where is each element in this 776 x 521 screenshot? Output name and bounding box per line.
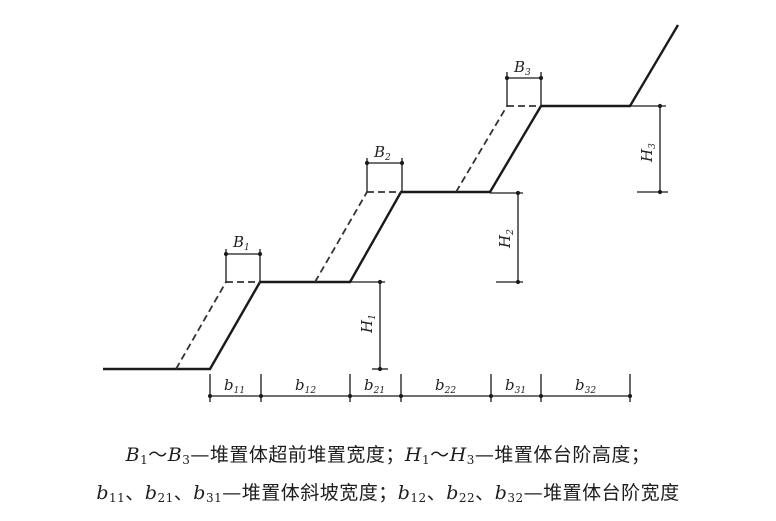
symbol-b11: b bbox=[96, 482, 110, 504]
label-B1: B1 bbox=[232, 233, 250, 253]
dashed-advance-profile bbox=[175, 105, 541, 370]
label-b31: b31 bbox=[505, 376, 526, 396]
H-description: —堆置体台阶高度； bbox=[474, 444, 651, 466]
label-B2: B2 bbox=[373, 143, 391, 163]
solid-profile bbox=[103, 24, 680, 371]
symbol-H1: H bbox=[404, 444, 422, 466]
symbol-b32: b bbox=[494, 482, 508, 504]
H-dimensions bbox=[350, 103, 668, 372]
tilde: ～ bbox=[430, 444, 450, 466]
caption-line-1: B1～B3—堆置体超前堆置宽度；H1～H3—堆置体台阶高度； bbox=[0, 440, 776, 467]
sub: 12 bbox=[410, 491, 427, 505]
slope-description: —堆置体斜坡宽度； bbox=[222, 482, 398, 504]
step-description: —堆置体台阶宽度 bbox=[523, 482, 680, 504]
sub: 1 bbox=[140, 453, 149, 467]
symbol-B1: B bbox=[125, 444, 141, 466]
sub: 22 bbox=[458, 491, 476, 505]
label-b12: b12 bbox=[295, 376, 316, 396]
tilde: ～ bbox=[148, 444, 168, 466]
symbol-b21: b bbox=[144, 482, 158, 504]
symbol-b31: b bbox=[193, 482, 206, 504]
label-b11: b11 bbox=[224, 376, 245, 396]
sub: 3 bbox=[182, 453, 191, 467]
separator: 、 bbox=[173, 482, 194, 504]
sub: 3 bbox=[466, 453, 475, 467]
b-dimension-ticks bbox=[208, 394, 632, 398]
sub: 31 bbox=[205, 491, 223, 505]
label-b21: b21 bbox=[364, 376, 385, 396]
sub: 21 bbox=[157, 491, 174, 505]
B-description: —堆置体超前堆置宽度； bbox=[190, 444, 405, 466]
b-dimensions bbox=[209, 374, 631, 402]
separator: 、 bbox=[426, 482, 447, 504]
symbol-b22: b bbox=[446, 482, 459, 504]
sub: 11 bbox=[109, 491, 126, 505]
label-H2: H2 bbox=[496, 229, 516, 249]
label-b22: b22 bbox=[435, 376, 456, 396]
separator: 、 bbox=[475, 482, 495, 504]
label-B3: B3 bbox=[513, 58, 531, 78]
label-H3: H3 bbox=[638, 143, 658, 163]
label-H1: H1 bbox=[358, 314, 378, 334]
B-dimensions bbox=[223, 72, 544, 282]
caption-line-2: b11、b21、b31—堆置体斜坡宽度；b12、b22、b32—堆置体台阶宽度 bbox=[0, 478, 776, 505]
label-b32: b32 bbox=[575, 376, 596, 396]
symbol-B3: B bbox=[167, 444, 183, 466]
sub: 32 bbox=[507, 491, 524, 505]
separator: 、 bbox=[125, 482, 145, 504]
symbol-H3: H bbox=[449, 444, 467, 466]
sub: 1 bbox=[421, 453, 431, 467]
symbol-b12: b bbox=[397, 482, 411, 504]
